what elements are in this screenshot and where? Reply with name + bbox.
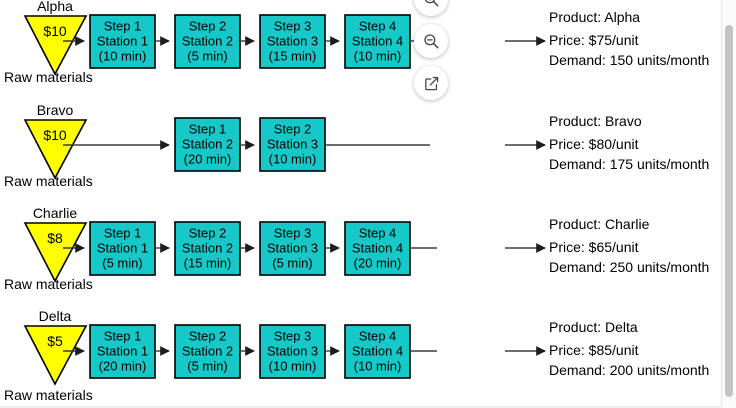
raw-materials-label-bravo: Raw materials (4, 173, 93, 189)
vertical-scrollbar[interactable] (721, 0, 736, 408)
box-station-charlie-1: Station 1 (97, 240, 148, 255)
box-station-alpha-3: Station 3 (267, 33, 318, 48)
box-time-charlie-4: (20 min) (354, 255, 402, 270)
output-product-bravo: Product: Bravo (549, 113, 642, 129)
box-time-alpha-3: (15 min) (269, 48, 317, 63)
zoom-out-button[interactable] (414, 24, 448, 58)
source-label-bravo: Bravo (37, 102, 74, 118)
output-demand-alpha: Demand: 150 units/month (549, 52, 709, 68)
source-label-alpha: Alpha (37, 0, 73, 14)
flow-row-delta: Delta $5 Raw materials Step 1 Station 1 … (4, 308, 709, 403)
box-step-charlie-1: Step 1 (104, 225, 142, 240)
box-step-alpha-1: Step 1 (104, 18, 142, 33)
box-time-alpha-4: (10 min) (354, 48, 402, 63)
box-station-charlie-3: Station 3 (267, 240, 318, 255)
output-product-alpha: Product: Alpha (549, 9, 640, 25)
box-station-delta-1: Station 1 (97, 343, 148, 358)
process-box-charlie-3[interactable] (259, 221, 326, 276)
source-cost-bravo: $10 (43, 127, 67, 143)
box-station-charlie-2: Station 2 (182, 240, 233, 255)
process-box-alpha-4[interactable] (344, 14, 411, 69)
source-triangle-bravo[interactable] (23, 119, 88, 180)
flow-row-bravo: Bravo $10 Raw materials Step 1 Station 2… (4, 102, 709, 189)
source-label-charlie: Charlie (33, 205, 78, 221)
box-station-delta-2: Station 2 (182, 343, 233, 358)
process-box-charlie-2[interactable] (174, 221, 241, 276)
process-box-bravo-1[interactable] (174, 117, 241, 172)
process-box-delta-1[interactable] (89, 324, 156, 379)
process-box-delta-3[interactable] (259, 324, 326, 379)
output-product-charlie: Product: Charlie (549, 216, 650, 232)
zoom-out-icon (424, 34, 439, 49)
process-box-delta-4[interactable] (344, 324, 411, 379)
output-price-bravo: Price: $80/unit (549, 136, 639, 152)
output-demand-charlie: Demand: 250 units/month (549, 259, 709, 275)
output-product-delta: Product: Delta (549, 319, 638, 335)
open-external-icon (424, 76, 438, 90)
box-time-charlie-2: (15 min) (184, 255, 232, 270)
output-price-charlie: Price: $65/unit (549, 239, 639, 255)
source-triangle-charlie[interactable] (23, 222, 88, 283)
raw-materials-label-charlie: Raw materials (4, 276, 93, 292)
box-station-bravo-2: Station 3 (267, 136, 318, 151)
box-time-delta-3: (10 min) (269, 358, 317, 373)
process-box-charlie-1[interactable] (89, 221, 156, 276)
process-box-charlie-4[interactable] (344, 221, 411, 276)
source-cost-delta: $5 (47, 333, 63, 349)
box-station-charlie-4: Station 4 (352, 240, 403, 255)
flow-row-alpha: Alpha $10 Raw materials Step 1 Station 1… (4, 0, 709, 85)
box-step-charlie-4: Step 4 (359, 225, 397, 240)
source-triangle-alpha[interactable] (23, 15, 88, 76)
zoom-in-icon (424, 0, 439, 7)
raw-materials-label-alpha: Raw materials (4, 69, 93, 85)
box-step-alpha-2: Step 2 (189, 18, 227, 33)
box-step-charlie-2: Step 2 (189, 225, 227, 240)
box-step-bravo-1: Step 1 (189, 121, 227, 136)
output-demand-bravo: Demand: 175 units/month (549, 156, 709, 172)
source-cost-charlie: $8 (47, 230, 63, 246)
box-step-delta-3: Step 3 (274, 328, 312, 343)
raw-materials-label-delta: Raw materials (4, 387, 93, 403)
box-time-delta-2: (5 min) (187, 358, 227, 373)
output-demand-delta: Demand: 200 units/month (549, 362, 709, 378)
box-step-alpha-3: Step 3 (274, 18, 312, 33)
box-station-alpha-2: Station 2 (182, 33, 233, 48)
source-triangle-delta[interactable] (23, 325, 88, 386)
open-external-button[interactable] (414, 66, 448, 100)
box-step-delta-2: Step 2 (189, 328, 227, 343)
output-price-alpha: Price: $75/unit (549, 32, 639, 48)
box-station-delta-3: Station 3 (267, 343, 318, 358)
box-station-alpha-4: Station 4 (352, 33, 403, 48)
box-step-delta-1: Step 1 (104, 328, 142, 343)
box-time-bravo-2: (10 min) (269, 151, 317, 166)
diagram-controls (414, 0, 452, 100)
box-time-delta-1: (20 min) (99, 358, 147, 373)
box-step-alpha-4: Step 4 (359, 18, 397, 33)
process-box-alpha-1[interactable] (89, 14, 156, 69)
box-time-alpha-2: (5 min) (187, 48, 227, 63)
box-station-bravo-1: Station 2 (182, 136, 233, 151)
box-time-charlie-3: (5 min) (272, 255, 312, 270)
box-step-charlie-3: Step 3 (274, 225, 312, 240)
process-box-alpha-3[interactable] (259, 14, 326, 69)
process-box-alpha-2[interactable] (174, 14, 241, 69)
box-time-alpha-1: (10 min) (99, 48, 147, 63)
box-time-charlie-1: (5 min) (102, 255, 142, 270)
process-box-bravo-2[interactable] (259, 117, 326, 172)
scrollbar-thumb[interactable] (725, 25, 733, 397)
content-bottom-edge (0, 406, 722, 408)
box-station-alpha-1: Station 1 (97, 33, 148, 48)
box-station-delta-4: Station 4 (352, 343, 403, 358)
output-price-delta: Price: $85/unit (549, 342, 639, 358)
source-label-delta: Delta (39, 308, 72, 324)
box-time-delta-4: (10 min) (354, 358, 402, 373)
flow-row-charlie: Charlie $8 Raw materials Step 1 Station … (4, 205, 709, 292)
box-step-delta-4: Step 4 (359, 328, 397, 343)
box-time-bravo-1: (20 min) (184, 151, 232, 166)
source-cost-alpha: $10 (43, 23, 67, 39)
process-box-delta-2[interactable] (174, 324, 241, 379)
box-step-bravo-2: Step 2 (274, 121, 312, 136)
zoom-in-button[interactable] (414, 0, 448, 16)
